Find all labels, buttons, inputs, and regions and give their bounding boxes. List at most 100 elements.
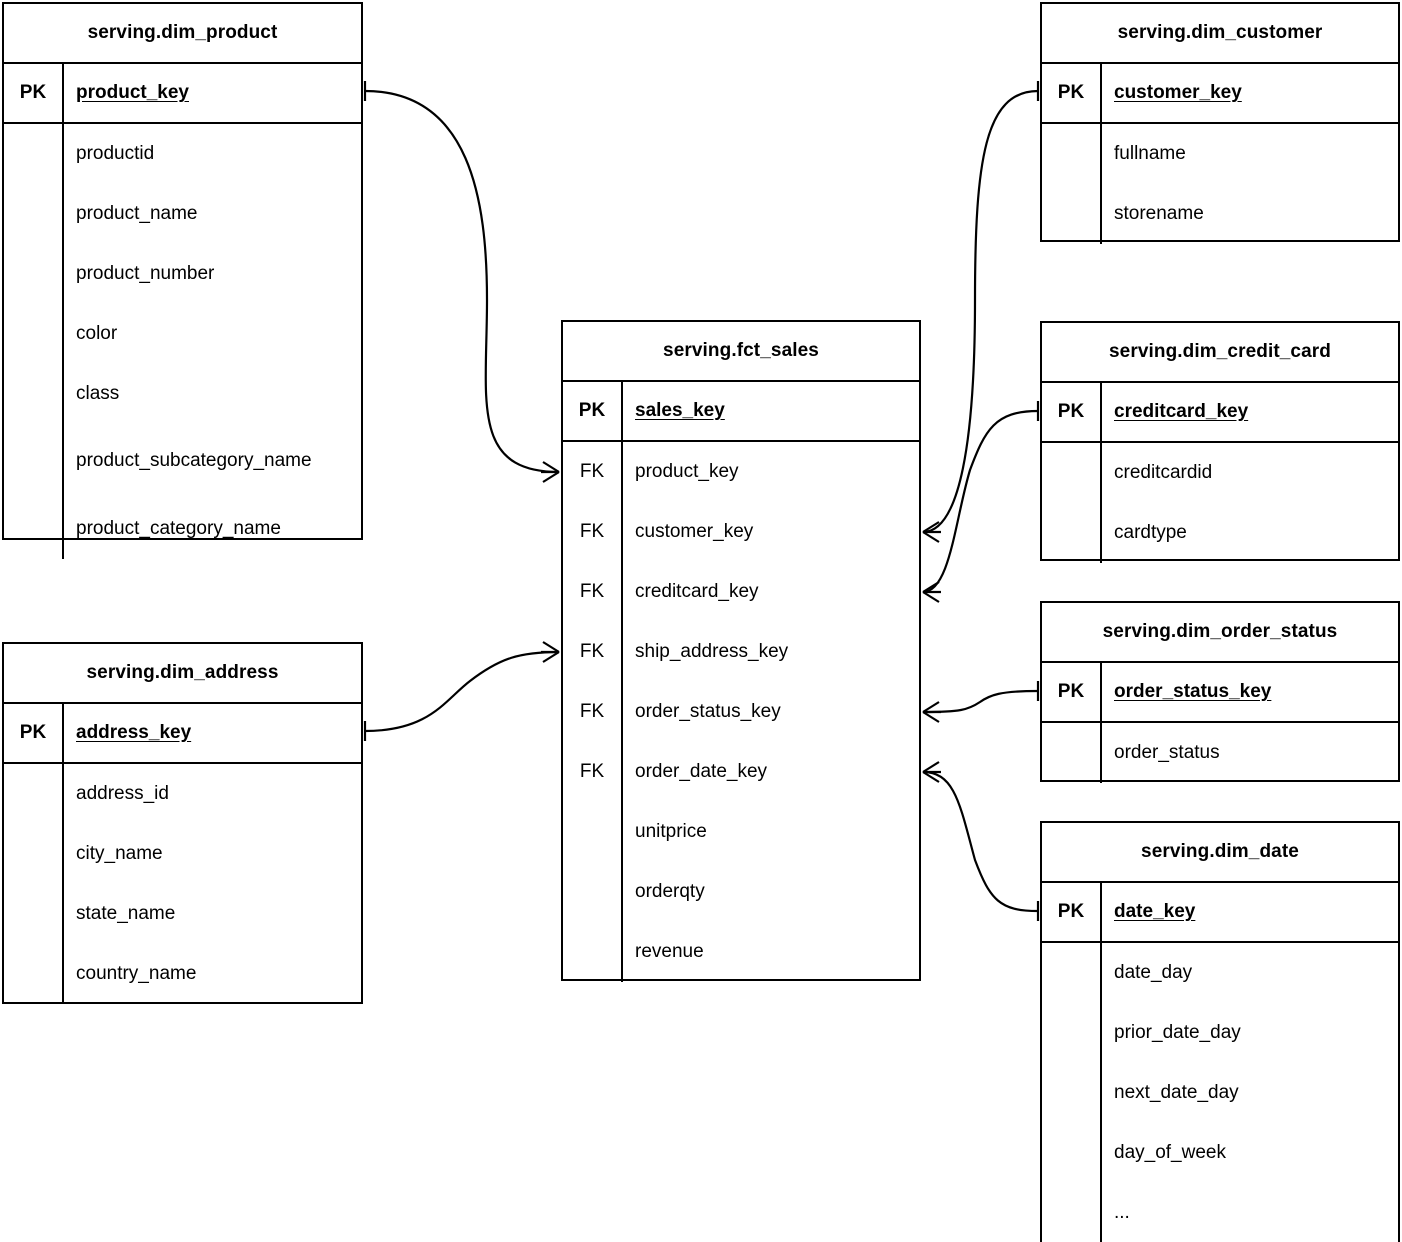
entity-fct-sales[interactable]: serving.fct_sales PK sales_key FK FK FK … bbox=[561, 320, 921, 982]
pk-badge-creditcard-key: PK bbox=[1042, 383, 1102, 441]
rel-customer-crow-upper bbox=[922, 521, 940, 533]
attr-column-dim-product: productid product_name product_number co… bbox=[64, 124, 361, 559]
key-cell bbox=[4, 424, 62, 499]
attr-state-name: state_name bbox=[76, 902, 176, 924]
entity-dim-date[interactable]: serving.dim_date PK date_key date_day pr… bbox=[1040, 821, 1400, 1242]
fk-badge-product-key: FK bbox=[579, 461, 605, 482]
attr-creditcard-key: creditcard_key bbox=[635, 580, 759, 602]
rel-creditcard-crow-upper bbox=[922, 581, 940, 593]
attr-column-dim-order-status: order_status bbox=[1102, 723, 1398, 783]
rel-creditcard-crow-lower bbox=[922, 591, 940, 603]
fk-badge-customer-key: FK bbox=[579, 521, 605, 542]
relationship-address bbox=[363, 641, 560, 741]
entity-title-dim-order-status: serving.dim_order_status bbox=[1042, 603, 1398, 663]
key-cell bbox=[1042, 124, 1100, 184]
entity-dim-address[interactable]: serving.dim_address PK address_key addre… bbox=[2, 642, 363, 1004]
attr-next-date-day: next_date_day bbox=[1114, 1081, 1239, 1103]
attr-body-dim-customer: fullname storename bbox=[1042, 124, 1398, 244]
pk-badge-sales-key: PK bbox=[563, 382, 623, 440]
attr-body-fct-sales: FK FK FK FK FK FK product_key customer_k… bbox=[563, 442, 919, 982]
attr-body-dim-credit-card: creditcardid cardtype bbox=[1042, 443, 1398, 563]
attr-creditcardid: creditcardid bbox=[1114, 461, 1213, 483]
key-cell bbox=[1042, 1183, 1100, 1242]
entity-dim-order-status[interactable]: serving.dim_order_status PK order_status… bbox=[1040, 601, 1400, 783]
entity-dim-credit-card[interactable]: serving.dim_credit_card PK creditcard_ke… bbox=[1040, 321, 1400, 563]
attr-order-date-key: order_date_key bbox=[635, 760, 768, 782]
attr-productid: productid bbox=[76, 142, 155, 164]
attr-order-status-key: order_status_key bbox=[635, 700, 781, 722]
key-column-fct-sales: FK FK FK FK FK FK bbox=[563, 442, 623, 982]
entity-title-dim-date: serving.dim_date bbox=[1042, 823, 1398, 883]
key-column-dim-date bbox=[1042, 943, 1102, 1242]
pk-row-dim-credit-card: PK creditcard_key bbox=[1042, 383, 1398, 443]
key-cell bbox=[4, 499, 62, 559]
attr-product-category-name: product_category_name bbox=[76, 517, 281, 539]
attr-body-dim-product: productid product_name product_number co… bbox=[4, 124, 361, 559]
pk-badge-product-key: PK bbox=[4, 64, 64, 122]
entity-dim-product[interactable]: serving.dim_product PK product_key produ… bbox=[2, 2, 363, 559]
attr-body-dim-date: date_day prior_date_day next_date_day da… bbox=[1042, 943, 1398, 1242]
pk-field-address-key: address_key bbox=[76, 722, 192, 743]
key-cell bbox=[1042, 1063, 1100, 1123]
key-cell bbox=[1042, 723, 1100, 783]
rel-creditcard-line bbox=[922, 409, 1039, 594]
key-column-dim-credit-card bbox=[1042, 443, 1102, 563]
key-column-dim-product bbox=[4, 124, 64, 559]
fk-badge-creditcard-key: FK bbox=[579, 581, 605, 602]
attr-product-key: product_key bbox=[635, 460, 739, 482]
rel-order-status-line bbox=[922, 689, 1039, 714]
attr-orderqty: orderqty bbox=[635, 880, 705, 902]
fk-badge-order-date-key: FK bbox=[579, 761, 605, 782]
key-cell bbox=[563, 922, 621, 982]
pk-field-sales-key: sales_key bbox=[635, 400, 725, 421]
attr-order-status: order_status bbox=[1114, 741, 1220, 763]
entity-title-dim-product: serving.dim_product bbox=[4, 4, 361, 64]
attr-ellipsis: ... bbox=[1114, 1201, 1130, 1223]
entity-title-dim-address: serving.dim_address bbox=[4, 644, 361, 704]
attr-column-dim-date: date_day prior_date_day next_date_day da… bbox=[1102, 943, 1398, 1242]
relationship-date bbox=[922, 761, 1040, 921]
rel-address-crow-upper bbox=[542, 641, 560, 653]
pk-field-customer-key: customer_key bbox=[1114, 82, 1242, 103]
rel-product-line bbox=[364, 89, 560, 474]
key-cell bbox=[4, 884, 62, 944]
entity-title-dim-customer: serving.dim_customer bbox=[1042, 4, 1398, 64]
key-cell bbox=[4, 244, 62, 304]
attr-storename: storename bbox=[1114, 202, 1204, 224]
attr-body-dim-order-status: order_status bbox=[1042, 723, 1398, 783]
key-cell bbox=[4, 304, 62, 364]
rel-customer-crow-lower bbox=[922, 531, 940, 543]
attr-column-dim-address: address_id city_name state_name country_… bbox=[64, 764, 361, 1004]
key-cell bbox=[1042, 443, 1100, 503]
attr-product-subcategory-name: product_subcategory_name bbox=[76, 450, 312, 472]
rel-product-crow-lower bbox=[542, 471, 560, 483]
attr-ship-address-key: ship_address_key bbox=[635, 640, 789, 662]
rel-date-line bbox=[922, 770, 1039, 913]
pk-field-order-status-key: order_status_key bbox=[1114, 681, 1272, 702]
attr-revenue: revenue bbox=[635, 940, 704, 962]
pk-badge-address-key: PK bbox=[4, 704, 64, 762]
key-cell bbox=[1042, 503, 1100, 563]
rel-date-crow-lower bbox=[922, 771, 940, 783]
key-cell bbox=[4, 184, 62, 244]
key-cell bbox=[563, 862, 621, 922]
attr-class: class bbox=[76, 382, 120, 404]
key-cell bbox=[4, 944, 62, 1004]
attr-unitprice: unitprice bbox=[635, 820, 707, 842]
pk-field-creditcard-key: creditcard_key bbox=[1114, 401, 1249, 422]
rel-order-status-crow-lower bbox=[922, 711, 940, 723]
key-cell bbox=[4, 364, 62, 424]
entity-title-fct-sales: serving.fct_sales bbox=[563, 322, 919, 382]
key-cell bbox=[4, 764, 62, 824]
key-cell bbox=[563, 802, 621, 862]
attr-address-id: address_id bbox=[76, 782, 169, 804]
rel-product-crow-upper bbox=[542, 461, 560, 473]
attr-product-number: product_number bbox=[76, 262, 215, 284]
pk-row-dim-date: PK date_key bbox=[1042, 883, 1398, 943]
entity-dim-customer[interactable]: serving.dim_customer PK customer_key ful… bbox=[1040, 2, 1400, 244]
attr-fullname: fullname bbox=[1114, 142, 1186, 164]
pk-row-dim-order-status: PK order_status_key bbox=[1042, 663, 1398, 723]
key-cell bbox=[1042, 943, 1100, 1003]
pk-field-product-key: product_key bbox=[76, 82, 189, 103]
